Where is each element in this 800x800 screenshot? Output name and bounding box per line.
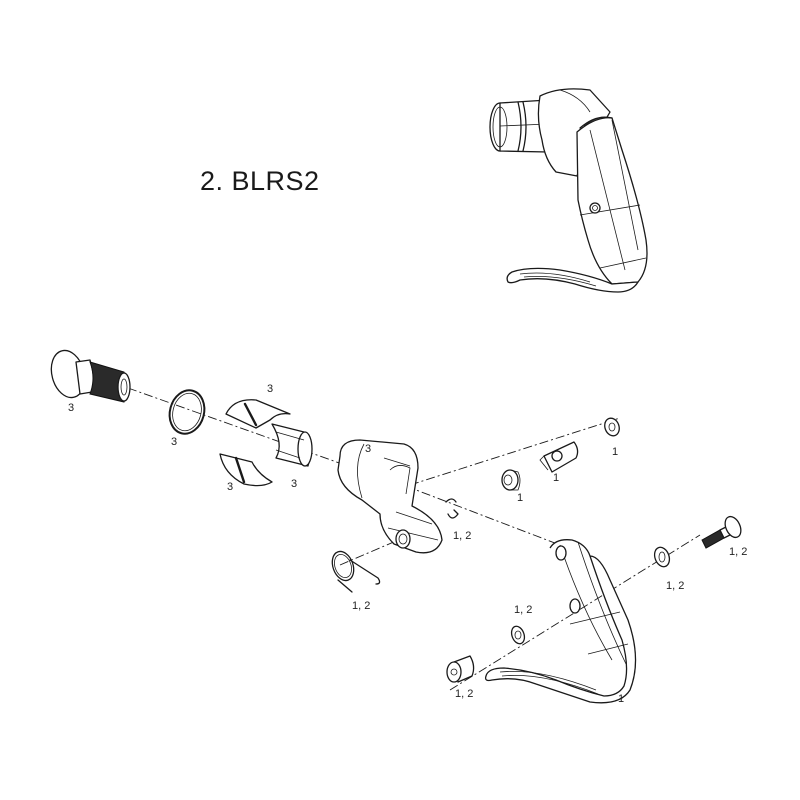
o-ring-part [168, 389, 206, 435]
return-spring-part [331, 550, 381, 593]
callout-lever-blade: 1 [618, 693, 625, 705]
lower-shim-part [219, 453, 273, 487]
callout-expander-sleeve: 3 [291, 478, 298, 490]
callout-upper-shim: 3 [267, 383, 274, 395]
callout-o-ring: 3 [171, 436, 178, 448]
retaining-clip-part [445, 498, 459, 519]
pivot-nut-part [446, 655, 475, 683]
callout-pivot-bolt: 1, 2 [729, 546, 748, 558]
callout-lever-body: 3 [365, 443, 372, 455]
callout-cable-anchor: 1 [553, 472, 560, 484]
cable-bushing-part [501, 469, 521, 491]
pivot-bolt-part [701, 515, 742, 549]
expander-sleeve-part [271, 423, 313, 467]
callout-pivot-washer-left: 1, 2 [514, 604, 533, 616]
callout-bushing: 1 [517, 492, 524, 504]
callout-clip: 1, 2 [453, 530, 472, 542]
lever-blade-part [484, 539, 637, 704]
callout-return-spring: 1, 2 [352, 600, 371, 612]
upper-shim-part [225, 399, 291, 429]
callout-lower-shim: 3 [227, 481, 234, 493]
pivot-washer-left-part [510, 625, 526, 645]
lever-body-part [337, 439, 443, 554]
end-washer-part [604, 417, 620, 437]
expander-bolt-part [50, 349, 131, 403]
callout-bolt: 3 [68, 402, 75, 414]
assembled-lever-illustration [489, 88, 648, 293]
cable-anchor-part [539, 441, 579, 473]
diagram-title: 2. BLRS2 [200, 166, 320, 196]
callout-end-washer: 1 [612, 446, 619, 458]
callout-pivot-nut: 1, 2 [455, 688, 474, 700]
callout-pivot-washer-right: 1, 2 [666, 580, 685, 592]
pivot-washer-right-part [653, 546, 671, 568]
